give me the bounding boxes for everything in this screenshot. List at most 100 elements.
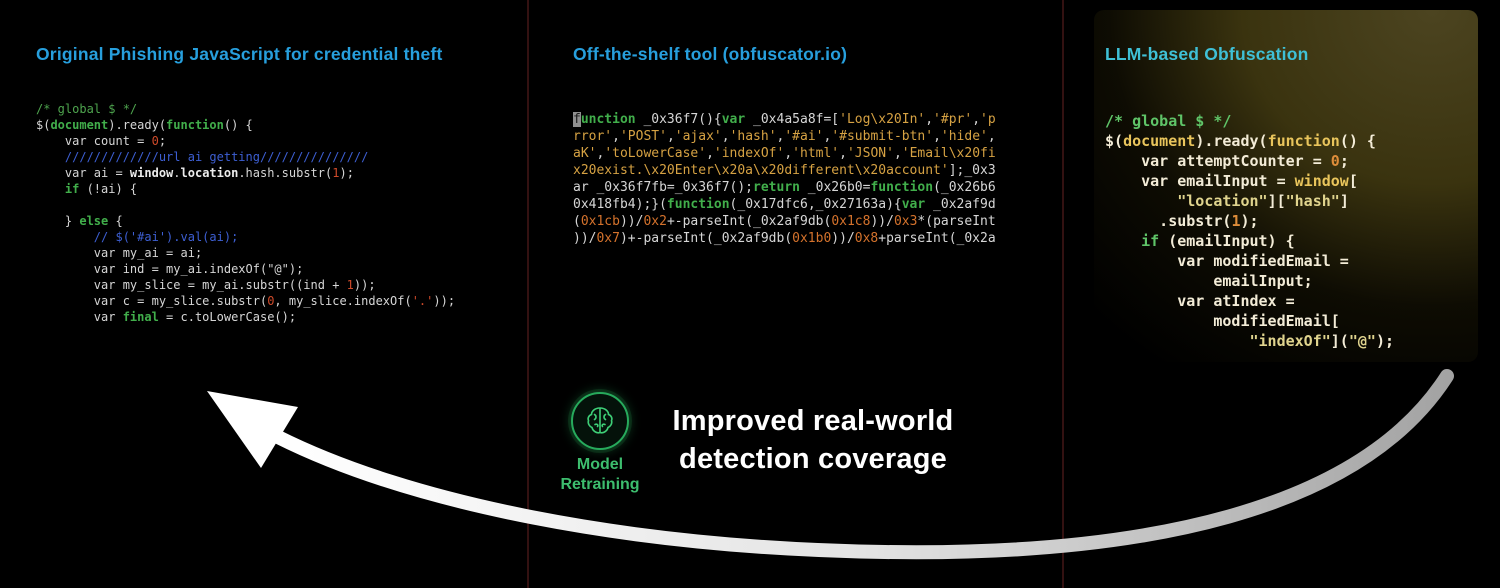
code-line: emailInput; (1105, 271, 1465, 291)
panel-original-js: Original Phishing JavaScript for credent… (36, 44, 526, 325)
code-line: ))/0x7)+-parseInt(_0x2af9db(0x1b0))/0x8+… (573, 230, 1041, 247)
code-token: f (573, 112, 581, 127)
code-token: ] (1339, 192, 1349, 210)
code-token: 0 (267, 294, 275, 308)
code-line: ar _0x36f7fb=_0x36f7();return _0x26b0=fu… (573, 179, 1041, 196)
code-token: )+-parseInt(_0x2af9db( (619, 231, 793, 246)
code-line: x20exist.\x20Enter\x20a\x20different\x20… (573, 162, 1041, 179)
code-token: x20exist.\x20Enter\x20a\x20different\x20… (573, 163, 949, 178)
code-token: (!ai) { (79, 182, 138, 196)
code-token: , (596, 146, 605, 161)
code-token: '#ai' (784, 129, 824, 144)
code-token: emailInput; (1105, 272, 1313, 290)
code-token: 'ajax' (674, 129, 722, 144)
code-token: '#pr' (933, 112, 973, 127)
code-token: document (1123, 132, 1196, 150)
code-token: ( (573, 214, 581, 229)
code-line: .substr(1); (1105, 211, 1465, 231)
code-token: ).ready( (108, 118, 167, 132)
code-token: 'Log\x20In' (839, 112, 926, 127)
code-token: $( (36, 118, 51, 132)
code-token: ))/ (573, 231, 597, 246)
code-line: (0x1cb))/0x2+-parseInt(_0x2af9db(0x1c8))… (573, 213, 1041, 230)
code-token: , (823, 129, 832, 144)
code-token: 0x2 (643, 214, 667, 229)
code-token: { (108, 214, 123, 228)
code-token: var (901, 197, 926, 212)
code-line: var my_ai = ai; (36, 245, 526, 261)
code-token: , (839, 146, 847, 161)
code-token: modifiedEmail[ (1105, 312, 1340, 330)
code-line: var atIndex = (1105, 291, 1465, 311)
code-token: 'indexOf' (713, 146, 785, 161)
code-token: var my_ai = ai; (36, 246, 203, 260)
code-token: 0x1b0 (792, 231, 832, 246)
code-line: $(document).ready(function() { (36, 117, 526, 133)
code-line: /////////////url ai getting/////////////… (36, 149, 526, 165)
code-token: () { (1339, 132, 1376, 150)
code-token: return (753, 180, 800, 195)
code-token: 'p (980, 112, 996, 127)
code-token: var attemptCounter = (1105, 152, 1331, 170)
code-token: 1 (1231, 212, 1241, 230)
brain-icon (571, 392, 629, 450)
code-token: , (893, 146, 902, 161)
code-token: 1 (332, 166, 340, 180)
code-token: *(parseInt (917, 214, 996, 229)
code-token: '#submit-btn' (831, 129, 934, 144)
code-token: (_0x17dfc6,_0x27163a){ (729, 197, 902, 212)
code-line: } else { (36, 213, 526, 229)
code-token: .substr( (1105, 212, 1232, 230)
code-token: ; (1339, 152, 1349, 170)
code-token: 0 (151, 134, 159, 148)
code-token: 0x7 (596, 231, 620, 246)
code-token: ; (158, 134, 167, 148)
code-token: var (36, 310, 123, 324)
code-line: function _0x36f7(){var _0x4a5a8f=['Log\x… (573, 111, 1041, 128)
code-token: if (1141, 232, 1160, 250)
code-token: .hash.substr( (238, 166, 333, 180)
code-token: final (122, 310, 159, 324)
code-line: modifiedEmail[ (1105, 311, 1465, 331)
code-token: function (666, 197, 730, 212)
code-token: , (925, 112, 934, 127)
code-token: 0x3 (893, 214, 918, 229)
code-token: ar _0x36f7fb=_0x36f7(); (573, 180, 754, 195)
model-retraining-label-line1: Model (576, 456, 624, 473)
code-token: [ (1348, 172, 1358, 190)
code-token: 'JSON' (846, 146, 894, 161)
code-line: var attemptCounter = 0; (1105, 151, 1465, 171)
code-line: var ai = window.location.hash.substr(1); (36, 165, 526, 181)
code-token: _0x2af9d (925, 197, 996, 212)
panel-title-llm: LLM-based Obfuscation (1105, 44, 1309, 64)
code-token: "@" (1348, 332, 1376, 350)
code-token: (_0x26b6 (933, 180, 996, 195)
code-token: , (706, 146, 714, 161)
code-token: . (173, 166, 181, 180)
code-line: var count = 0; (36, 133, 526, 149)
code-token: ); (1375, 332, 1394, 350)
code-token: location (180, 166, 239, 180)
code-line: if (emailInput) { (1105, 231, 1465, 251)
code-token: "location" (1177, 192, 1268, 210)
code-token: /* global $ */ (1105, 112, 1232, 130)
code-line: rror','POST','ajax','hash','#ai','#submi… (573, 128, 1041, 145)
panel-title-original: Original Phishing JavaScript for credent… (36, 44, 443, 64)
panel-llm-obfuscation: LLM-based Obfuscation /* global $ */$(do… (1105, 44, 1465, 351)
code-token: var count = (36, 134, 152, 148)
code-token: function (1267, 132, 1340, 150)
code-token: , my_slice.indexOf( (274, 294, 412, 308)
code-token: aK' (573, 146, 597, 161)
code-token: ]( (1330, 332, 1349, 350)
code-token: function (870, 180, 934, 195)
code-line: /* global $ */ (1105, 111, 1465, 131)
code-block-llm: /* global $ */$(document).ready(function… (1105, 111, 1465, 351)
code-token: _0x26b0= (799, 180, 871, 195)
arrow-head (207, 391, 298, 468)
code-token: 0x1c8 (831, 214, 871, 229)
code-line: /* global $ */ (36, 101, 526, 117)
code-line: 0x418fb4);}(function(_0x17dfc6,_0x27163a… (573, 196, 1041, 213)
code-token: , (612, 129, 620, 144)
